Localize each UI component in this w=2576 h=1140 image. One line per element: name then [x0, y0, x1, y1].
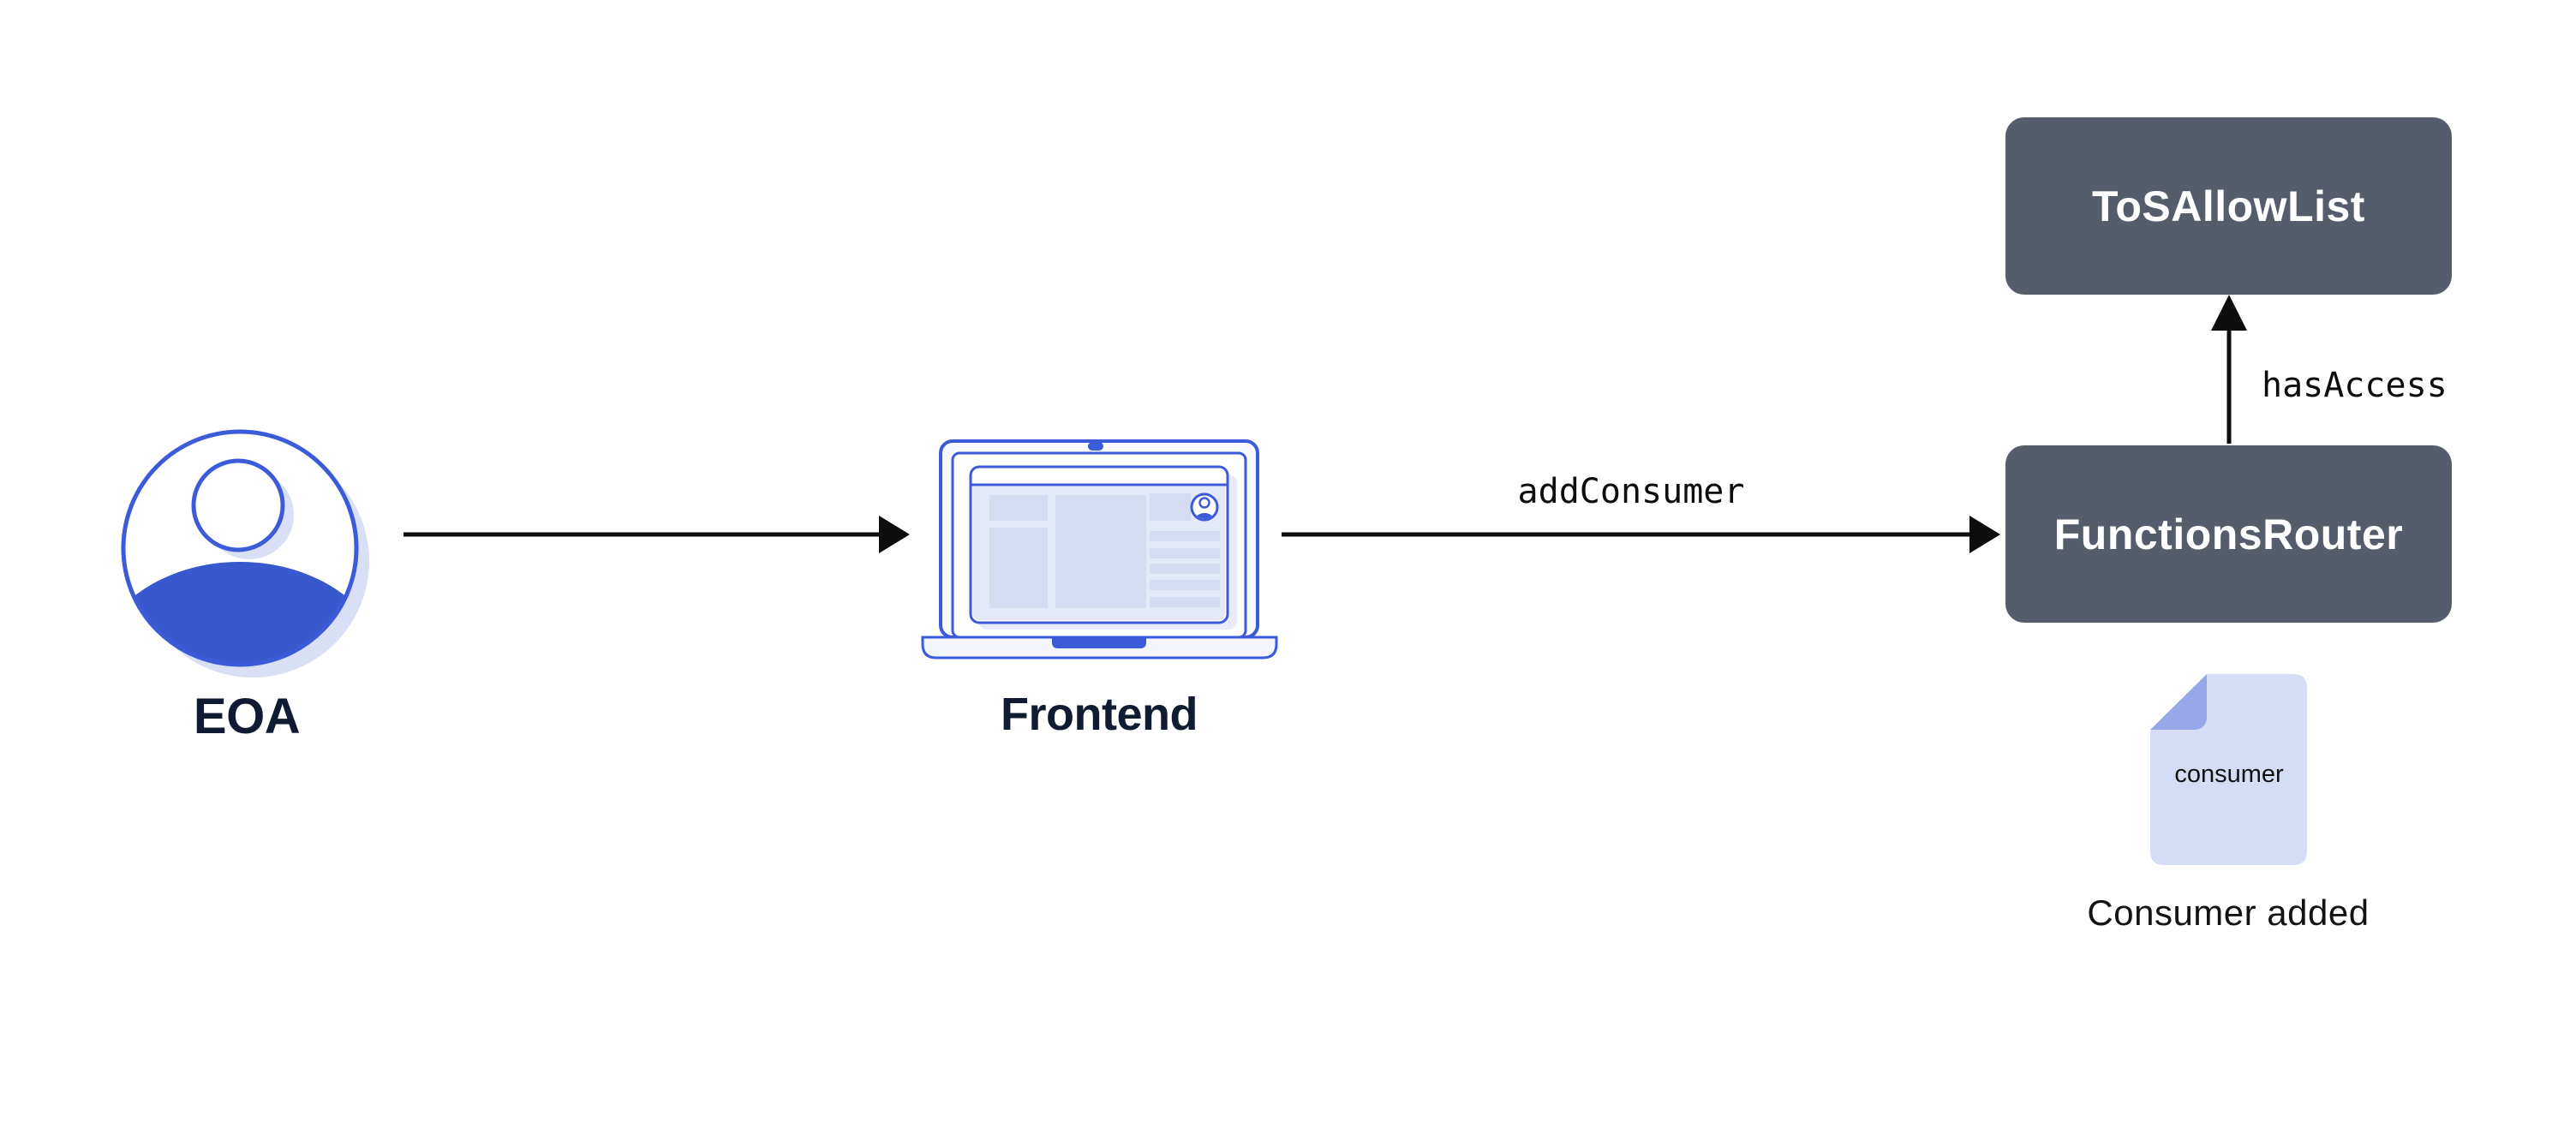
- browser-user-avatar-icon: [1190, 492, 1219, 522]
- functionsrouter-node: FunctionsRouter: [2005, 445, 2452, 623]
- document-text: consumer: [2174, 761, 2284, 788]
- eoa-node-label: EOA: [193, 689, 301, 744]
- frontend-node-label: Frontend: [1001, 689, 1198, 740]
- tosallowlist-node: ToSAllowList: [2005, 117, 2452, 295]
- laptop-icon: [921, 439, 1278, 660]
- addconsumer-edge-label: addConsumer: [1517, 472, 1745, 511]
- user-avatar-icon: [121, 429, 369, 677]
- arrow-functionsrouter-to-tosallowlist: [2211, 295, 2247, 444]
- document-icon: consumer: [2150, 674, 2307, 865]
- hasaccess-edge-label: hasAccess: [2262, 366, 2447, 405]
- consumer-added-caption: Consumer added: [2087, 892, 2370, 933]
- tosallowlist-node-label: ToSAllowList: [2092, 182, 2365, 230]
- arrow-eoa-to-frontend: [403, 516, 910, 553]
- arrow-frontend-to-functionsrouter: [1282, 516, 2000, 553]
- functionsrouter-node-label: FunctionsRouter: [2053, 510, 2404, 558]
